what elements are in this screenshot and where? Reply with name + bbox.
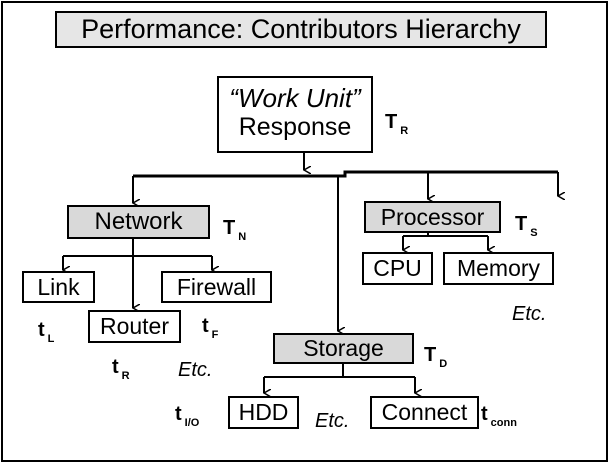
cpu-box: CPU xyxy=(362,252,433,285)
network-etc-label: Etc. xyxy=(178,359,213,381)
link-box: Link xyxy=(22,271,95,303)
work-unit-response-box: “Work Unit” Response xyxy=(217,76,373,153)
storage-box: Storage xyxy=(273,333,414,364)
firewall-box: Firewall xyxy=(161,271,272,303)
connect-box: Connect xyxy=(370,396,479,429)
memory-box: Memory xyxy=(443,252,554,285)
network-box: Network xyxy=(67,205,210,239)
processor-box: Processor xyxy=(364,201,501,233)
root-label-line1: “Work Unit” xyxy=(229,83,361,113)
main-bus xyxy=(133,170,558,178)
processor-etc-label: Etc. xyxy=(512,303,547,325)
root-label-line2: Response xyxy=(238,113,352,142)
router-box: Router xyxy=(88,310,181,343)
diagram-title: Performance: Contributors Hierarchy xyxy=(55,11,547,48)
storage-etc-label: Etc. xyxy=(315,410,350,432)
hdd-box: HDD xyxy=(228,396,299,429)
